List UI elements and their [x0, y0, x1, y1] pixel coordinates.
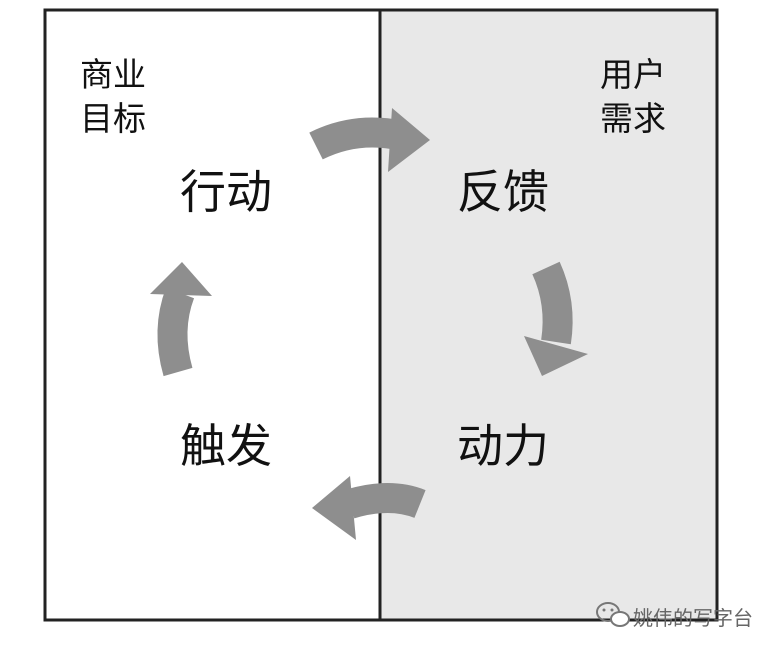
- arrow-motivation-to-trigger: [345, 483, 426, 519]
- arrowhead-left: [150, 262, 212, 296]
- wechat-icon: [596, 602, 630, 627]
- arrow-action-to-feedback: [309, 117, 395, 160]
- arrowhead-right: [524, 336, 588, 376]
- node-trigger: 触发: [180, 419, 272, 473]
- user-need-label-line1: 用户: [600, 55, 666, 94]
- business-goal-label-line1: 商业: [80, 55, 146, 94]
- user-need-label-line2: 需求: [600, 99, 666, 138]
- node-feedback: 反馈: [457, 165, 549, 219]
- business-goal-label-line2: 目标: [80, 99, 146, 138]
- node-action: 行动: [180, 165, 272, 219]
- arrowhead-bottom: [312, 476, 356, 540]
- business-goal-panel: [45, 10, 380, 620]
- arrow-trigger-to-action: [157, 287, 195, 377]
- arrowhead-top: [388, 108, 430, 172]
- arrow-feedback-to-motivation: [532, 261, 573, 345]
- watermark: 姚伟的写字台: [596, 602, 753, 630]
- node-motivation: 动力: [457, 419, 549, 473]
- watermark-text: 姚伟的写字台: [633, 606, 753, 630]
